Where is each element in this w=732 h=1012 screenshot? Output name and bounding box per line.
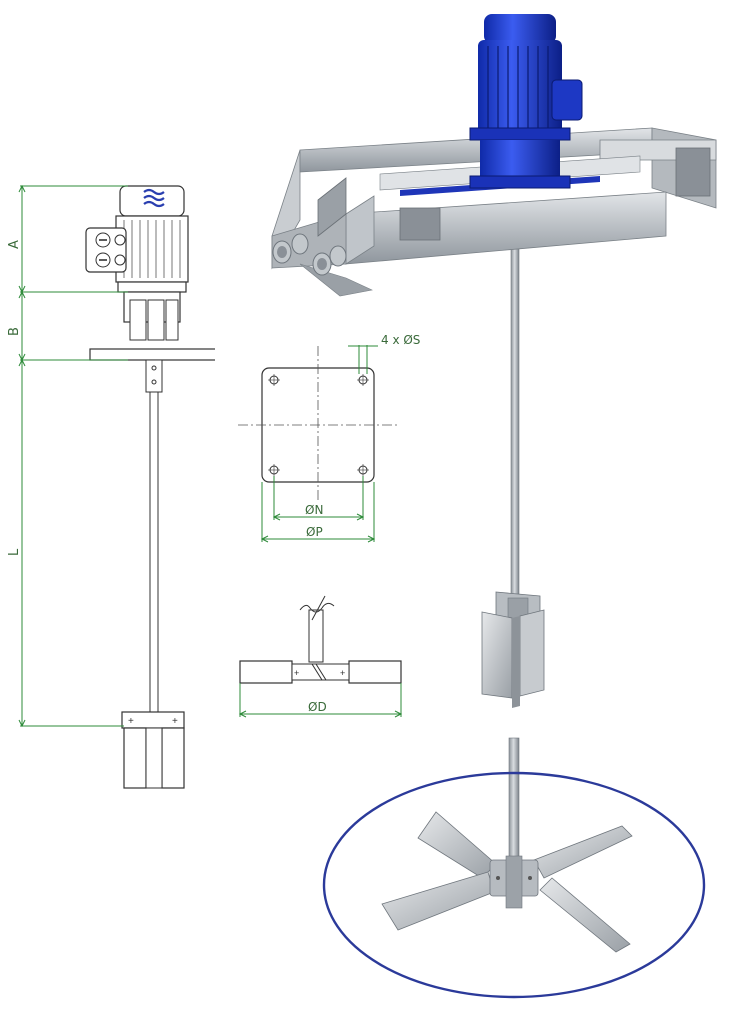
svg-text:+: + xyxy=(294,668,299,678)
dimension-p-label: ØP xyxy=(306,525,323,539)
agitator-3d-render xyxy=(271,14,732,1012)
detail-blade-right xyxy=(348,660,402,684)
render-terminal-box xyxy=(551,79,583,121)
highlight-ellipse xyxy=(322,771,706,999)
svg-text:+: + xyxy=(128,716,134,727)
dimension-lines-left xyxy=(18,184,128,728)
motor-body xyxy=(115,215,189,283)
dimension-a-label: A xyxy=(7,240,22,249)
impeller-detail-view: + + ØD xyxy=(228,588,426,720)
plate-detail-view: 4 x ØS ØN ØP xyxy=(215,330,425,552)
impeller-closeup xyxy=(276,735,732,1012)
svg-text:+: + xyxy=(340,668,345,678)
shaft-coupling xyxy=(145,359,163,393)
electric-motor xyxy=(469,14,583,189)
dimension-d-label: ØD xyxy=(308,700,327,714)
render-shaft xyxy=(510,209,520,611)
side-view-drawing: + + xyxy=(85,185,221,789)
dimension-b-label: B xyxy=(7,327,22,336)
mounting-plate xyxy=(89,348,221,361)
dimension-n-label: ØN xyxy=(305,503,323,517)
detail-blade-left xyxy=(239,660,293,684)
hole-spec-label: 4 x ØS xyxy=(381,333,420,347)
motor-flange xyxy=(117,281,187,293)
shaft xyxy=(149,391,159,713)
manufacturer-logo xyxy=(143,188,165,208)
impeller-blade-left xyxy=(123,727,147,789)
svg-text:+: + xyxy=(172,716,178,727)
dimension-l-label: L xyxy=(7,548,22,556)
impeller-blade-right xyxy=(161,727,185,789)
render-impeller xyxy=(481,591,545,708)
